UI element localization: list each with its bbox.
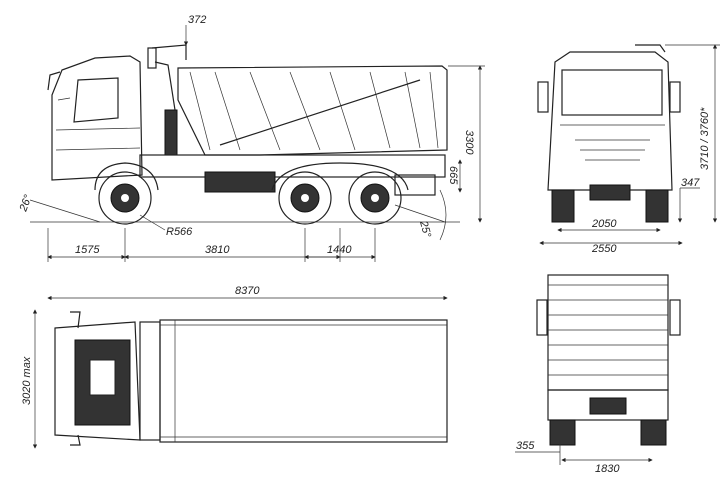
front-wheel <box>98 171 152 225</box>
dim-8370: 8370 <box>235 285 260 297</box>
dim-2550: 2550 <box>591 243 617 255</box>
front-view: 2050 2550 347 3710 / 3760* <box>537 44 720 255</box>
rear-wheel-2 <box>348 171 402 225</box>
rear-wheel-1 <box>278 171 332 225</box>
top-view: 8370 3020 max <box>21 285 448 449</box>
dim-1575: 1575 <box>75 244 100 256</box>
rear-view: 355 1830 <box>515 274 681 475</box>
dim-r566: R566 <box>166 226 193 238</box>
dim-372: 372 <box>188 14 206 26</box>
dim-approach-angle: 26° <box>17 193 35 214</box>
dim-355: 355 <box>516 440 535 452</box>
dim-departure-angle: 25° <box>417 219 433 240</box>
side-view: 372 3300 665 26° R566 25° 1575 3810 1440 <box>17 14 485 262</box>
dim-665: 665 <box>447 166 459 185</box>
dim-3300: 3300 <box>463 130 475 155</box>
dim-3710-3760: 3710 / 3760* <box>699 107 711 170</box>
dim-1440: 1440 <box>327 244 352 256</box>
dim-347: 347 <box>681 177 700 189</box>
dim-3810: 3810 <box>205 244 230 256</box>
dim-2050: 2050 <box>591 218 617 230</box>
dim-1830: 1830 <box>595 463 620 475</box>
dim-3020-max: 3020 max <box>21 356 33 405</box>
